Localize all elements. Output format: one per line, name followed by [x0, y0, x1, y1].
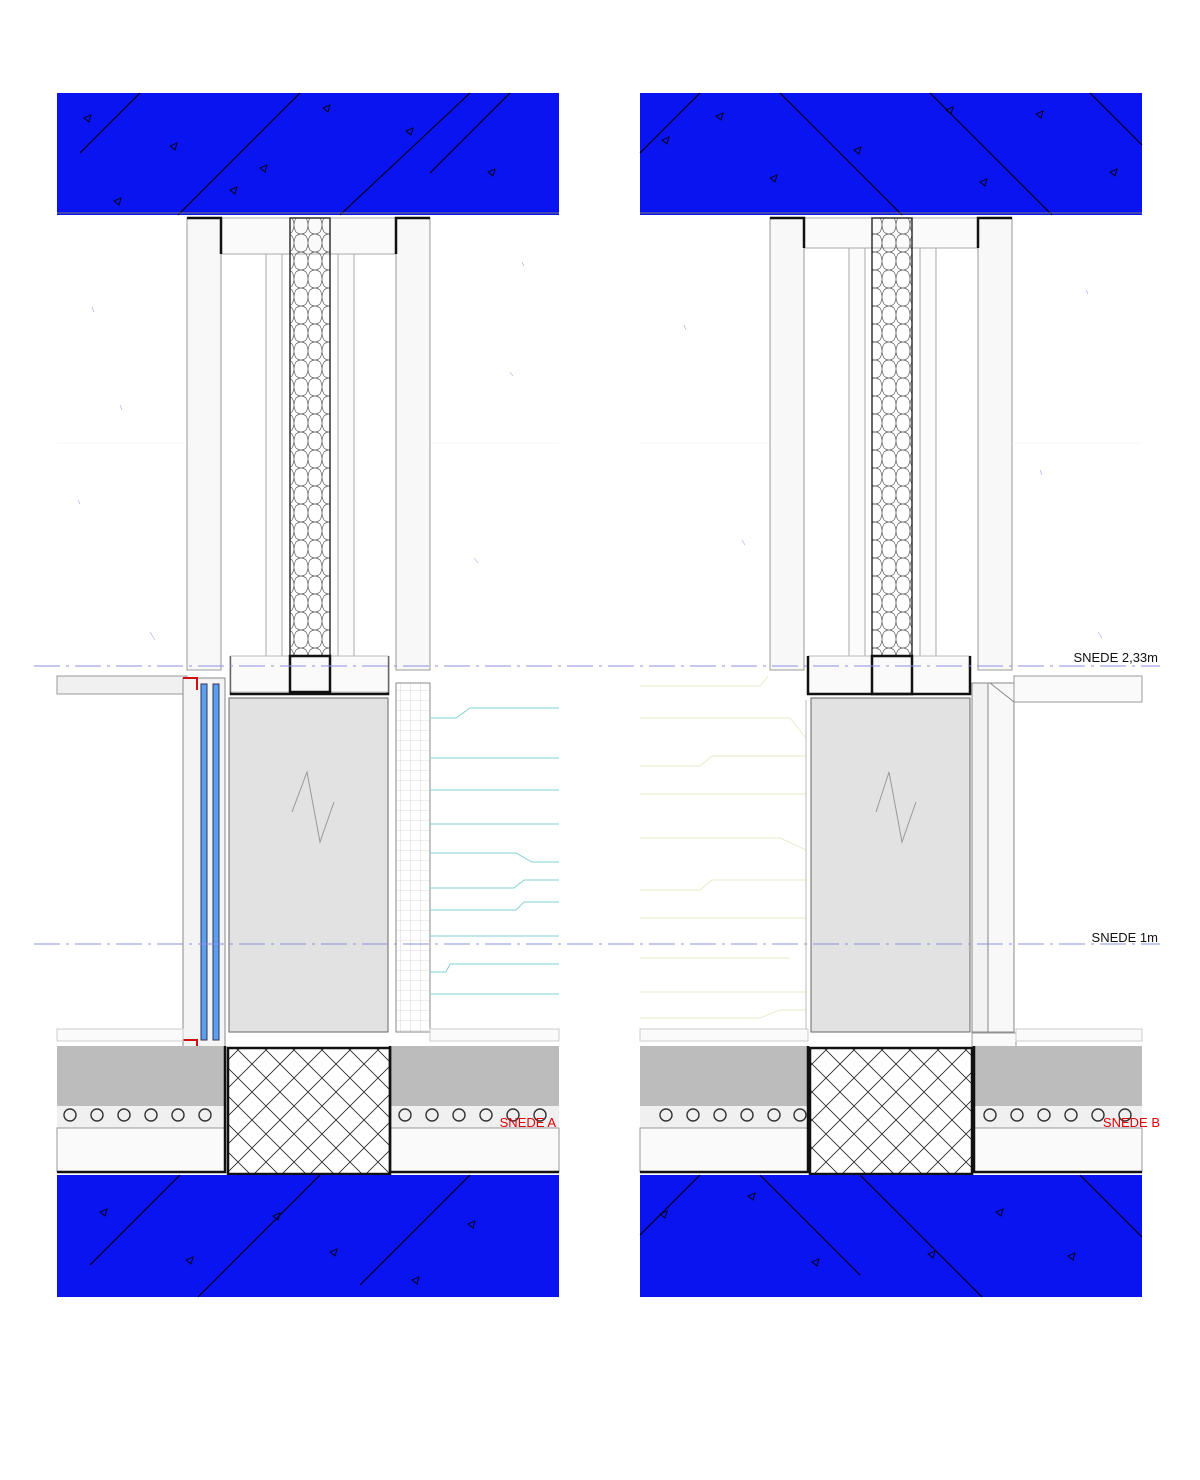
floor-assembly-a [56, 1046, 560, 1176]
room-finish-a [57, 261, 559, 641]
section-b-label: SNEDE B [1103, 1115, 1160, 1130]
bottom-slab-b [639, 1174, 1143, 1298]
floor-assembly-b [639, 1046, 1143, 1176]
cut-line-lower-label: SNEDE 1m [1092, 930, 1158, 945]
bottom-slab-a [57, 1174, 559, 1298]
opening-a [56, 675, 560, 1049]
section-a: SNEDE A [56, 92, 560, 1298]
wall-assembly-a [186, 216, 431, 696]
cut-line-upper-label: SNEDE 2,33m [1073, 650, 1158, 665]
cut-line-lower: SNEDE 1m [34, 930, 1160, 945]
cut-line-upper: SNEDE 2,33m [34, 650, 1160, 667]
top-slab-b [639, 92, 1143, 216]
room-finish-b [640, 289, 1142, 639]
top-slab-a [57, 92, 559, 216]
section-b: SNEDE B [639, 92, 1160, 1298]
wall-assembly-b [769, 216, 1013, 696]
section-a-label: SNEDE A [500, 1115, 557, 1130]
opening-b [639, 675, 1143, 1048]
